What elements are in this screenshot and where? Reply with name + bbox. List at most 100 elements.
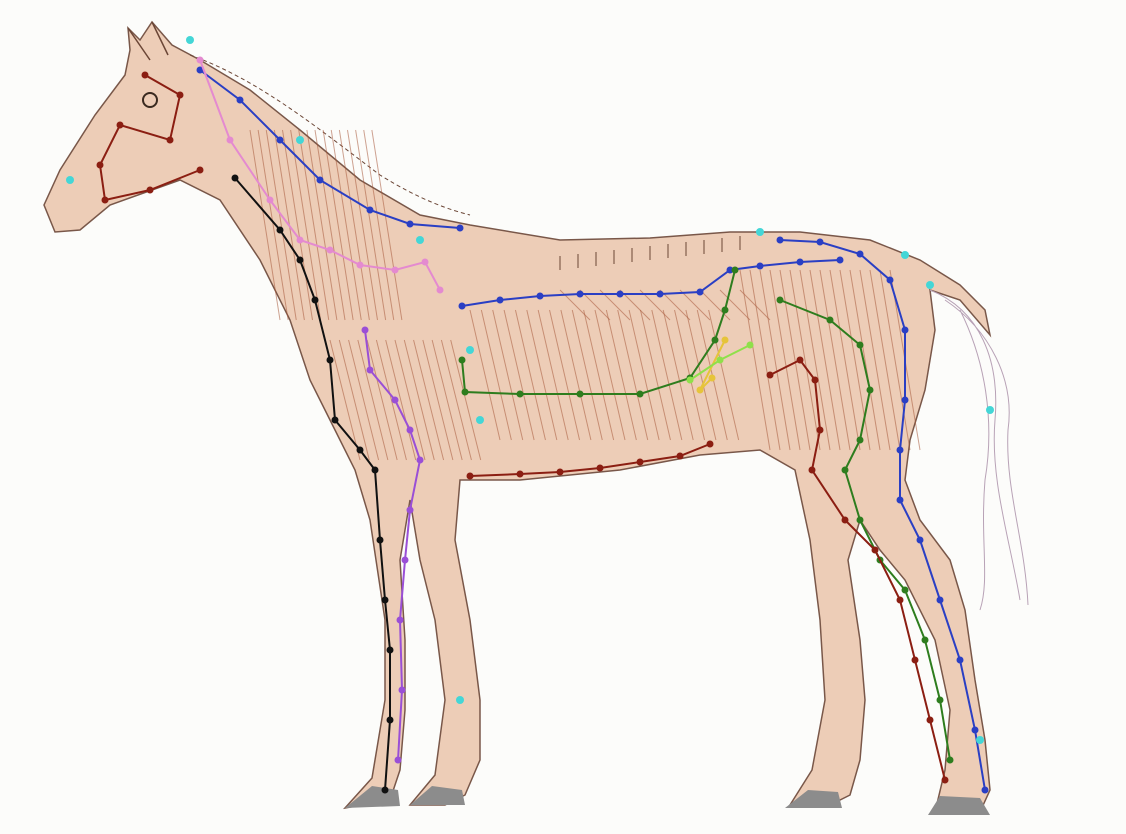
keypoint [387, 717, 394, 724]
keypoint [756, 228, 764, 236]
keypoint [777, 237, 784, 244]
keypoint [577, 391, 584, 398]
keypoint [657, 291, 664, 298]
keypoint [186, 36, 194, 44]
keypoint [812, 377, 819, 384]
keypoint [827, 317, 834, 324]
keypoint [937, 597, 944, 604]
keypoint [517, 471, 524, 478]
keypoint [857, 517, 864, 524]
keypoint [357, 447, 364, 454]
keypoint [637, 459, 644, 466]
keypoint [407, 221, 414, 228]
keypoint [747, 342, 754, 349]
keypoint [327, 247, 334, 254]
keypoint [417, 457, 424, 464]
keypoint [837, 257, 844, 264]
keypoint [912, 657, 919, 664]
keypoint [456, 696, 464, 704]
keypoint [902, 397, 909, 404]
keypoint [687, 377, 694, 384]
keypoint [416, 236, 424, 244]
keypoint [382, 597, 389, 604]
keypoint [917, 537, 924, 544]
keypoint [976, 736, 984, 744]
keypoint [857, 251, 864, 258]
keypoint [809, 467, 816, 474]
keypoint [902, 587, 909, 594]
keypoint [927, 717, 934, 724]
keypoint [397, 617, 404, 624]
keypoint [937, 697, 944, 704]
keypoint [709, 375, 716, 382]
keypoint [972, 727, 979, 734]
keypoint [357, 262, 364, 269]
keypoint [942, 777, 949, 784]
keypoint [459, 303, 466, 310]
keypoint [817, 427, 824, 434]
keypoint [557, 469, 564, 476]
keypoint [372, 467, 379, 474]
keypoint [457, 225, 464, 232]
keypoint [842, 467, 849, 474]
keypoint [367, 207, 374, 214]
keypoint [437, 287, 444, 294]
keypoint [537, 293, 544, 300]
keypoint [395, 757, 402, 764]
keypoint [66, 176, 74, 184]
keypoint [377, 537, 384, 544]
keypoint [712, 337, 719, 344]
keypoint [797, 357, 804, 364]
keypoint [197, 167, 204, 174]
keypoint [297, 237, 304, 244]
keypoint [677, 453, 684, 460]
keypoint [722, 307, 729, 314]
keypoint [317, 177, 324, 184]
keypoint [957, 657, 964, 664]
keypoint [296, 136, 304, 144]
keypoint [167, 137, 174, 144]
keypoint [926, 281, 934, 289]
keypoint [857, 342, 864, 349]
keypoint [697, 289, 704, 296]
keypoint [517, 391, 524, 398]
keypoint [362, 327, 369, 334]
keypoint [476, 416, 484, 424]
keypoint [297, 257, 304, 264]
keypoint [407, 427, 414, 434]
keypoint [901, 251, 909, 259]
keypoint [857, 437, 864, 444]
keypoint [637, 391, 644, 398]
keypoint [887, 277, 894, 284]
keypoint [817, 239, 824, 246]
keypoint [387, 647, 394, 654]
keypoint [497, 297, 504, 304]
keypoint [102, 197, 109, 204]
keypoint [717, 357, 724, 364]
keypoint [872, 547, 879, 554]
horse-body [44, 22, 1028, 815]
keypoint [392, 267, 399, 274]
keypoint [897, 447, 904, 454]
keypoint [922, 637, 929, 644]
keypoint [867, 387, 874, 394]
keypoint [267, 197, 274, 204]
keypoint [97, 162, 104, 169]
keypoint [277, 227, 284, 234]
keypoint [422, 259, 429, 266]
keypoint [462, 389, 469, 396]
keypoint [312, 297, 319, 304]
keypoint [327, 357, 334, 364]
keypoint [986, 406, 994, 414]
keypoint [797, 259, 804, 266]
keypoint [982, 787, 989, 794]
keypoint [332, 417, 339, 424]
keypoint [732, 267, 739, 274]
keypoint [402, 557, 409, 564]
keypoint [367, 367, 374, 374]
keypoint [707, 441, 714, 448]
keypoint [897, 497, 904, 504]
keypoint [177, 92, 184, 99]
